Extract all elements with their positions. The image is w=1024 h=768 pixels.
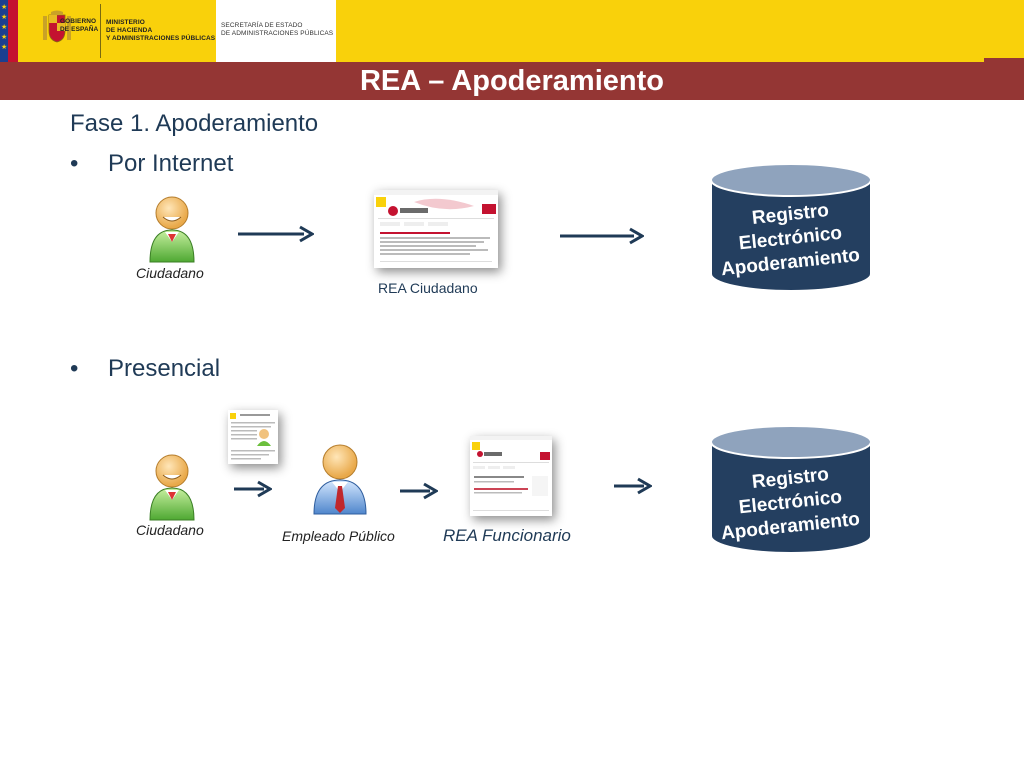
bullet-presencial: • Presencial — [70, 355, 221, 382]
ministry-line: MINISTERIO — [106, 19, 145, 26]
paper-form-document — [228, 410, 278, 464]
slide-title: REA – Apoderamiento — [359, 65, 664, 97]
gov-line: GOBIERNO — [60, 18, 97, 25]
phase-heading: Fase 1. Apoderamiento — [70, 110, 319, 137]
ministry-logo: GOBIERNO DE ESPAÑA MINISTERIO DE HACIEND… — [18, 0, 216, 62]
secretariat-logo: SECRETARÍA DE ESTADO DE ADMINISTRACIONES… — [216, 0, 336, 62]
arrow-right-icon — [560, 227, 644, 245]
arrow-right-icon — [238, 225, 314, 243]
website-screenshot-icon — [374, 190, 498, 268]
eu-flag: ★ ★ ★ ★ ★ — [0, 0, 8, 62]
citizen-person-icon — [149, 454, 195, 521]
registry-database-icon: Registro Electrónico Apoderamiento — [710, 163, 872, 292]
employee-person-icon — [313, 444, 367, 515]
screen-caption: REA Ciudadano — [378, 280, 478, 296]
bullet-label: Presencial — [108, 355, 221, 382]
ministry-line: DE HACIENDA — [106, 27, 153, 34]
arrow-right-icon — [614, 477, 652, 495]
title-bar-tab — [984, 58, 1024, 64]
gov-line: DE ESPAÑA — [60, 26, 99, 33]
secretariat-line: DE ADMINISTRACIONES PÚBLICAS — [221, 30, 334, 37]
employee-caption: Empleado Público — [282, 528, 395, 544]
secretariat-line: SECRETARÍA DE ESTADO — [221, 22, 303, 29]
citizen-person-icon — [149, 196, 195, 263]
coat-of-arms-icon — [43, 10, 71, 43]
ministry-line: Y ADMINISTRACIONES PÚBLICAS — [106, 35, 216, 42]
document-form-icon — [228, 410, 278, 464]
flag-strip: ★ ★ ★ ★ ★ — [0, 0, 18, 62]
citizen-caption: Ciudadano — [136, 265, 204, 281]
arrow-right-icon — [234, 480, 272, 498]
registry-database-icon: Registro Electrónico Apoderamiento — [710, 425, 872, 554]
bullet-internet: • Por Internet — [70, 150, 234, 177]
rea-ciudadano-screenshot — [374, 190, 498, 268]
screen-caption: REA Funcionario — [443, 526, 571, 545]
citizen-caption: Ciudadano — [136, 522, 204, 538]
bullet-label: Por Internet — [108, 150, 234, 177]
title-bar — [0, 62, 1024, 100]
rea-funcionario-screenshot — [470, 436, 552, 516]
website-screenshot-icon — [470, 436, 552, 516]
arrow-right-icon — [400, 482, 438, 500]
